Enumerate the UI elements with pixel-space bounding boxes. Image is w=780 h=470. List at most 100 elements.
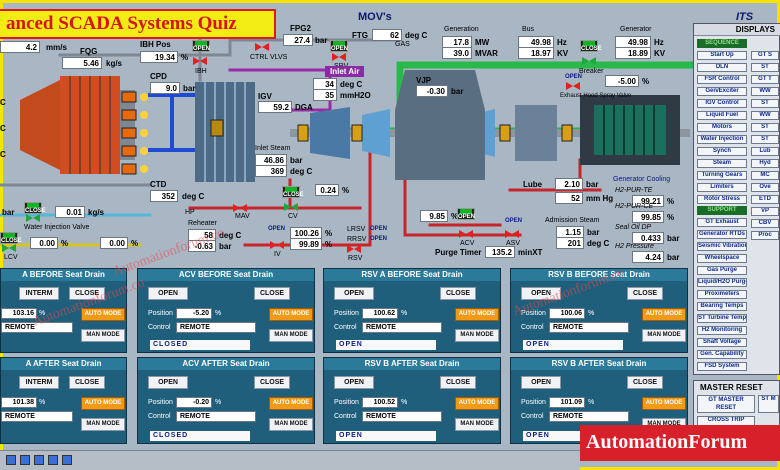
sidebar-col2-item-12[interactable]: ETD	[751, 195, 779, 204]
man-mode-button[interactable]: MAN MODE	[269, 329, 313, 342]
man-mode-button[interactable]: MAN MODE	[455, 418, 499, 431]
auto-mode-button[interactable]: AUTO MODE	[642, 308, 686, 321]
sidebar-item-1[interactable]: DLN	[697, 63, 747, 72]
panel-interm-button[interactable]: INTERM	[19, 376, 59, 389]
panel-close-button[interactable]: CLOSE	[254, 376, 290, 389]
asv-open[interactable]: OPEN	[505, 218, 523, 224]
sidebar-item-0[interactable]: Start Up	[697, 51, 747, 60]
man-mode-button[interactable]: MAN MODE	[642, 329, 686, 342]
acv-valve[interactable]	[459, 230, 473, 239]
auto-mode-button[interactable]: AUTO MODE	[269, 397, 313, 410]
sidebar-item-2[interactable]: FSR Control	[697, 75, 747, 84]
sidebar-col2-item-2[interactable]: GT T	[751, 75, 779, 84]
water-injection-valve[interactable]	[26, 214, 40, 223]
man-mode-button[interactable]: MAN MODE	[269, 418, 313, 431]
panel-open-button[interactable]: OPEN	[148, 376, 188, 389]
auto-mode-button[interactable]: AUTO MODE	[455, 308, 499, 321]
sidebar-col2-item-3[interactable]: WW	[751, 87, 779, 96]
ibh-status[interactable]: OPEN	[192, 40, 210, 52]
lrsv-open[interactable]: OPEN	[370, 226, 388, 232]
sidebar-support-item-9[interactable]: H2 Monitoring	[697, 326, 747, 335]
panel-close-button[interactable]: CLOSE	[69, 287, 105, 300]
sidebar-support-item-4[interactable]: Gas Purge	[697, 266, 747, 275]
cv-valve[interactable]	[284, 203, 298, 212]
gas-turbine[interactable]	[20, 70, 135, 180]
man-mode-button[interactable]: MAN MODE	[455, 329, 499, 342]
app-icon-5[interactable]	[62, 455, 72, 465]
sidebar-col2-item-7[interactable]: ST	[751, 135, 779, 144]
cv-status[interactable]: CLOSE	[282, 186, 304, 198]
auto-mode-button[interactable]: AUTO MODE	[81, 308, 125, 321]
sidebar-item-6[interactable]: Motors	[697, 123, 747, 132]
sidebar-item-12[interactable]: Rotor Stress	[697, 195, 747, 204]
lcv-status[interactable]: CLOSE	[0, 232, 22, 244]
panel-close-button[interactable]: CLOSE	[627, 376, 663, 389]
sidebar-col2-item-4[interactable]: ST	[751, 99, 779, 108]
auto-mode-button[interactable]: AUTO MODE	[269, 308, 313, 321]
breaker-status[interactable]: CLOSE	[580, 40, 602, 52]
sidebar-support-item-12[interactable]: FSD System	[697, 362, 747, 371]
sidebar-support-item-8[interactable]: ST Turbine Temps	[697, 314, 747, 323]
sidebar-item-4[interactable]: IGV Control	[697, 99, 747, 108]
sidebar-col2-item-9[interactable]: Hyd	[751, 159, 779, 168]
sidebar-support-item-7[interactable]: Bearing Temps	[697, 302, 747, 311]
iv-open[interactable]: OPEN	[268, 226, 286, 232]
iv-valve[interactable]	[270, 241, 284, 250]
sidebar-col2-item-14[interactable]: CBV	[751, 219, 779, 228]
sidebar-col2-item-13[interactable]: VP	[751, 207, 779, 216]
man-mode-button[interactable]: MAN MODE	[81, 329, 125, 342]
sidebar-item-9[interactable]: Steam	[697, 159, 747, 168]
panel-close-button[interactable]: CLOSE	[627, 287, 663, 300]
sidebar-support-item-1[interactable]: Generator RTDs	[697, 230, 747, 239]
water-injection-status[interactable]: CLOSE	[24, 202, 46, 214]
panel-open-button[interactable]: OPEN	[148, 287, 188, 300]
breaker-switch[interactable]	[582, 57, 596, 66]
panel-close-button[interactable]: CLOSE	[69, 376, 105, 389]
auto-mode-button[interactable]: AUTO MODE	[81, 397, 125, 410]
sidebar-col2-item-6[interactable]: ST	[751, 123, 779, 132]
app-icon-1[interactable]	[6, 455, 16, 465]
sidebar-col2-item-0[interactable]: GT S	[751, 51, 779, 60]
panel-open-button[interactable]: OPEN	[334, 376, 374, 389]
sidebar-support-item-6[interactable]: Proximeters	[697, 290, 747, 299]
sidebar-col2-item-11[interactable]: Ove	[751, 183, 779, 192]
gt-master-reset-button[interactable]: GT MASTER RESET	[697, 395, 755, 413]
sidebar-item-8[interactable]: Synch	[697, 147, 747, 156]
sidebar-support-item-5[interactable]: Liquid/H2O Purge	[697, 278, 747, 287]
panel-open-button[interactable]: OPEN	[521, 376, 561, 389]
sidebar-item-7[interactable]: Water Injection	[697, 135, 747, 144]
sidebar-col2-item-10[interactable]: MC	[751, 171, 779, 180]
srv-valve[interactable]	[332, 53, 346, 62]
sidebar-support-item-0[interactable]: GT Exhaust	[697, 218, 747, 227]
ibh-valve[interactable]	[193, 57, 207, 66]
ctrl-vlvs-valve[interactable]	[255, 43, 269, 52]
st-master-reset-button[interactable]: ST M	[758, 395, 779, 413]
sidebar-support-item-3[interactable]: Wheelspace	[697, 254, 747, 263]
man-mode-button[interactable]: MAN MODE	[81, 418, 125, 431]
sidebar-col2-item-1[interactable]: ST	[751, 63, 779, 72]
panel-interm-button[interactable]: INTERM	[19, 287, 59, 300]
app-icon-4[interactable]	[48, 455, 58, 465]
acv-status[interactable]: OPEN	[457, 208, 475, 220]
mav-valve[interactable]	[233, 204, 247, 213]
panel-open-button[interactable]: OPEN	[334, 287, 374, 300]
app-icon-2[interactable]	[20, 455, 30, 465]
sidebar-item-5[interactable]: Liquid Fuel	[697, 111, 747, 120]
sidebar-item-10[interactable]: Turning Gears	[697, 171, 747, 180]
panel-close-button[interactable]: CLOSE	[254, 287, 290, 300]
auto-mode-button[interactable]: AUTO MODE	[642, 397, 686, 410]
panel-open-button[interactable]: OPEN	[521, 287, 561, 300]
sidebar-support-item-11[interactable]: Gen. Capability	[697, 350, 747, 359]
sidebar-support-item-2[interactable]: Seismic Vibration	[697, 242, 747, 251]
panel-close-button[interactable]: CLOSE	[440, 287, 476, 300]
sidebar-item-11[interactable]: Limiters	[697, 183, 747, 192]
rrsv-open[interactable]: OPEN	[370, 236, 388, 242]
auto-mode-button[interactable]: AUTO MODE	[455, 397, 499, 410]
sidebar-col2-item-5[interactable]: WW	[751, 111, 779, 120]
exhaust-hood-open[interactable]: OPEN	[565, 74, 583, 80]
sidebar-col2-item-8[interactable]: Lub	[751, 147, 779, 156]
sidebar-item-3[interactable]: Gen/Exciter	[697, 87, 747, 96]
exhaust-hood-valve[interactable]	[566, 82, 580, 91]
srv-status[interactable]: OPEN	[330, 40, 348, 52]
rsv-valve[interactable]	[347, 245, 361, 254]
